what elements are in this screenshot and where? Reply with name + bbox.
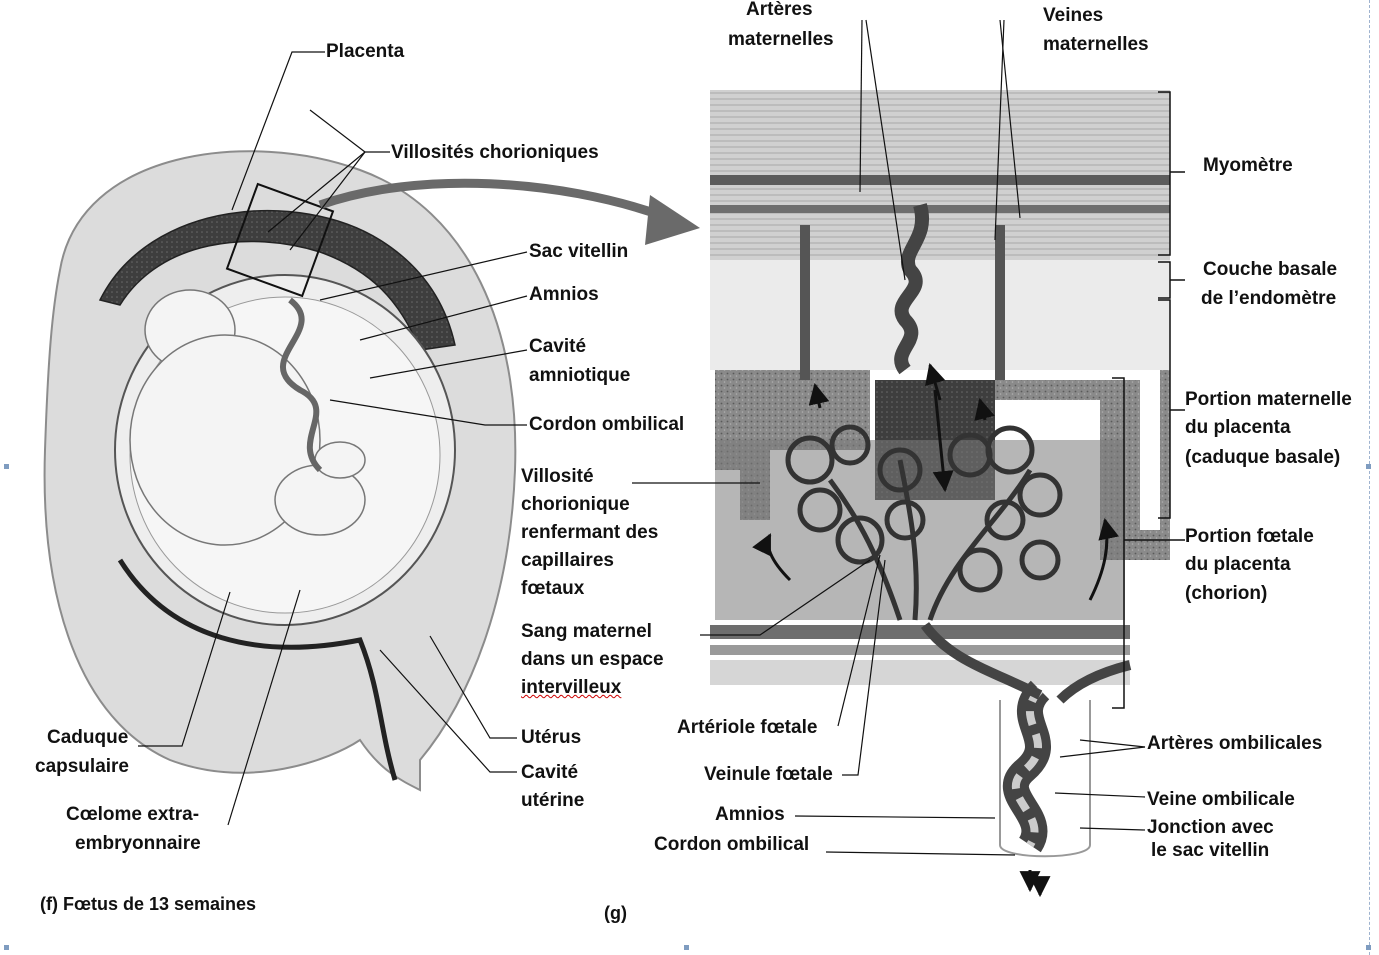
label-arteres-maternelles-1: Artères [746, 0, 813, 24]
label-villosite-4: capillaires [521, 547, 614, 575]
label-sang-2: dans un espace [521, 646, 664, 674]
label-villosite-1: Villosité [521, 463, 594, 491]
label-cavite-uterine-1: Cavité [521, 759, 578, 787]
label-arteres-ombilicales: Artères ombilicales [1147, 730, 1322, 758]
label-veinule-foetale: Veinule fœtale [704, 761, 833, 789]
label-arteriole-foetale: Artériole fœtale [677, 714, 817, 742]
label-caduque-2: capsulaire [35, 753, 129, 781]
chorionic-plate [710, 625, 1130, 639]
label-veines-maternelles-2: maternelles [1043, 31, 1149, 59]
label-amnios-left: Amnios [529, 281, 599, 309]
label-sang-3: intervilleux [521, 674, 621, 702]
label-myometre: Myomètre [1203, 152, 1293, 180]
label-cavite-amniotique-2: amniotique [529, 362, 630, 390]
label-coelome-1: Cœlome extra- [66, 801, 199, 829]
label-coelome-2: embryonnaire [75, 830, 201, 858]
caption-f: (f) Fœtus de 13 semaines [40, 894, 256, 915]
label-villosite-2: chorionique [521, 491, 630, 519]
label-arteres-maternelles-2: maternelles [728, 26, 834, 54]
label-couche-2: de l’endomètre [1201, 285, 1336, 313]
label-cordon-left: Cordon ombilical [529, 411, 684, 439]
label-sang-1: Sang maternel [521, 618, 652, 646]
label-jonction-2: le sac vitellin [1151, 837, 1269, 865]
label-uterus: Utérus [521, 724, 581, 752]
resize-handle-bottom-right[interactable] [1366, 945, 1371, 950]
caption-g: (g) [604, 903, 627, 924]
label-portion-maternelle-3: (caduque basale) [1185, 444, 1340, 472]
label-portion-maternelle-1: Portion maternelle [1185, 386, 1352, 414]
label-cavite-amniotique-1: Cavité [529, 333, 586, 361]
resize-handle-bottom-left[interactable] [4, 945, 9, 950]
label-cavite-uterine-2: utérine [521, 787, 584, 815]
label-veine-ombilicale: Veine ombilicale [1147, 786, 1295, 814]
label-cordon-right: Cordon ombilical [654, 831, 809, 859]
label-portion-maternelle-2: du placenta [1185, 414, 1291, 442]
selection-frame-edge [1369, 0, 1370, 955]
label-amnios-right: Amnios [715, 801, 785, 829]
label-portion-foetale-3: (chorion) [1185, 580, 1267, 608]
resize-handle-bottom[interactable] [684, 945, 689, 950]
label-portion-foetale-2: du placenta [1185, 551, 1291, 579]
label-veines-maternelles-1: Veines [1043, 2, 1103, 30]
label-villosites-chorioniques: Villosités chorioniques [391, 139, 599, 167]
label-villosite-3: renfermant des [521, 519, 658, 547]
label-portion-foetale-1: Portion fœtale [1185, 523, 1314, 551]
label-caduque-1: Caduque [47, 724, 128, 752]
label-sac-vitellin: Sac vitellin [529, 238, 628, 266]
resize-handle-left[interactable] [4, 464, 9, 469]
resize-handle-right[interactable] [1366, 464, 1371, 469]
label-villosite-5: fœtaux [521, 575, 584, 603]
label-couche-1: Couche basale [1203, 256, 1337, 284]
label-placenta: Placenta [326, 38, 404, 66]
